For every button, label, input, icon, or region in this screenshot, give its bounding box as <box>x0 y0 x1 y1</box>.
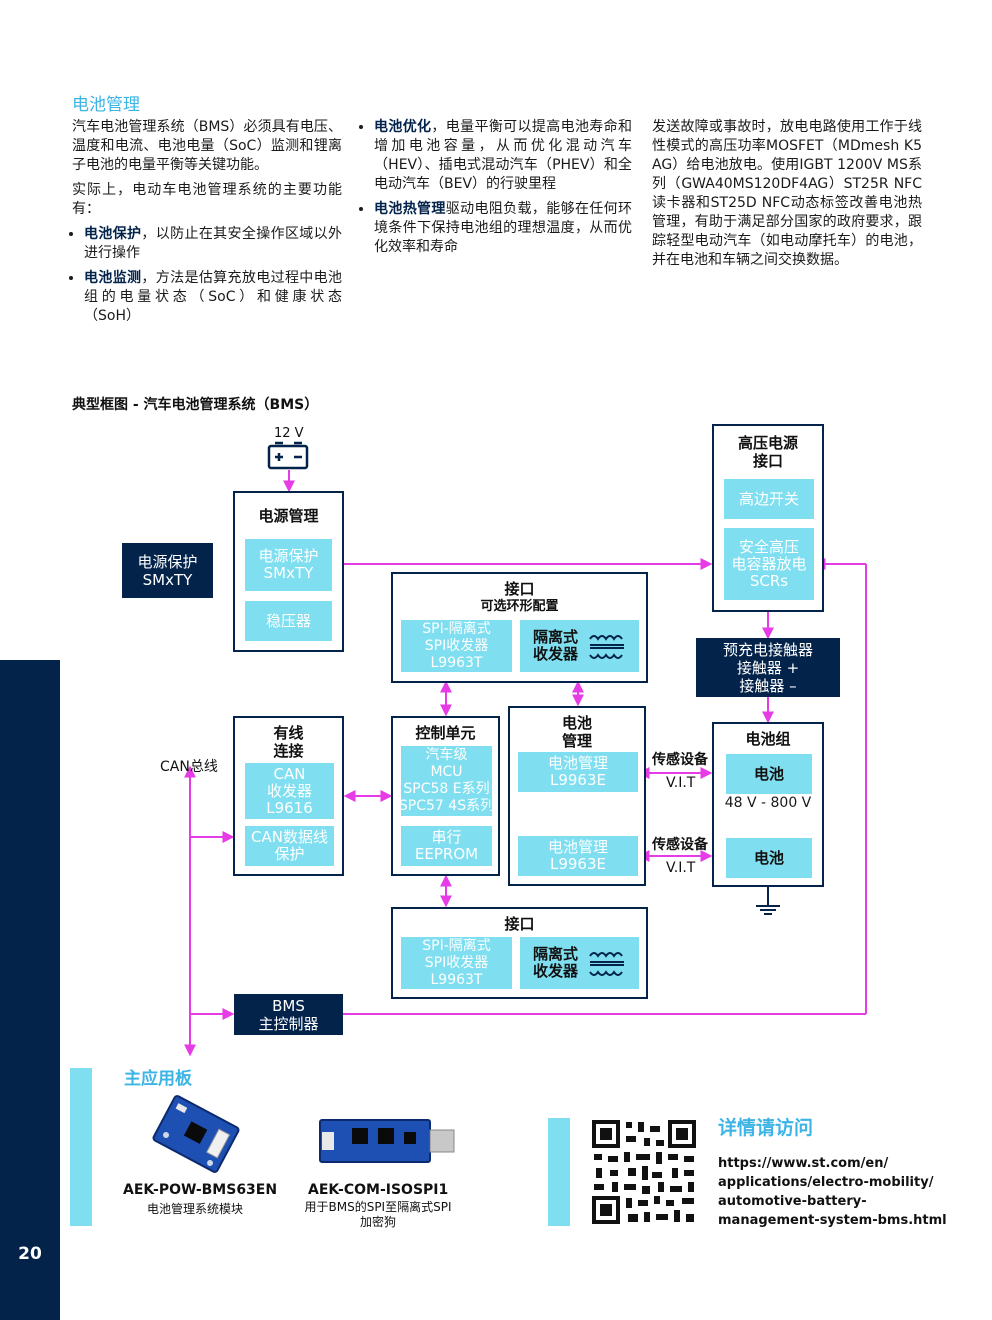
isolated-transceiver-bottom: 隔离式 收发器 <box>520 937 639 989</box>
power-management-block: 电源管理 电源保护 SMxTY 稳压器 <box>233 491 344 652</box>
spi-isolated-transceiver-top: SPI-隔离式 SPI收发器 L9963T <box>401 620 512 672</box>
qr-code[interactable] <box>590 1118 698 1226</box>
power-protection-inner: 电源保护 SMxTY <box>245 539 332 591</box>
precharge-contactor: 预充电接触器 接触器 + 接触器 – <box>696 638 840 697</box>
hv-capacitor-discharge: 安全高压 电容器放电 SCRs <box>724 528 814 600</box>
board-1-desc: 电池管理系统模块 <box>147 1202 244 1216</box>
col1-bullet-2: 电池监测，方法是估算充放电过程中电池组的电量状态（SoC）和健康状态（SoH） <box>84 269 342 326</box>
pack-voltage-label: 48 V - 800 V <box>724 795 812 811</box>
board-2-desc: 用于BMS的SPI至隔离式SPI 加密狗 <box>304 1200 452 1229</box>
vit-label-2: V.I.T <box>666 860 696 876</box>
col1-bullet-1: 电池保护，以防止在其安全操作区域以外进行操作 <box>84 225 342 263</box>
control-unit-block: 控制单元 汽车级 MCU SPC58 E系列 SPC57 4S系列 串行 EEP… <box>391 716 500 876</box>
sensing-label-2: 传感设备 <box>652 837 708 853</box>
battery-voltage-label: 12 V <box>274 426 304 441</box>
text-column-2: 电池优化，电量平衡可以提高电池寿命和增加电池容量，从而优化混动汽车（HEV）、插… <box>362 118 632 263</box>
board-image-bms63en <box>150 1095 242 1173</box>
battery-management-block: 电池 管理 电池管理 L9963E 电池管理 L9963E <box>508 706 646 886</box>
diagram-title: 典型框图 - 汽车电池管理系统（BMS） <box>72 397 319 413</box>
transformer-icon <box>589 635 624 659</box>
visit-accent-bar <box>548 1118 570 1226</box>
battery-monitor-1: 电池管理 L9963E <box>518 752 638 792</box>
battery-pack-title: 电池组 <box>745 730 791 748</box>
col3-paragraph: 发送故障或事故时，放电电路使用工作于线性模式的高压功率MOSFET（MDmesh… <box>652 119 922 268</box>
interface-top-block: 接口 可选环形配置 SPI-隔离式 SPI收发器 L9963T 隔离式 收发器 <box>391 572 648 683</box>
automotive-mcu: 汽车级 MCU SPC58 E系列 SPC57 4S系列 <box>398 746 495 816</box>
interface-top-subtitle: 可选环形配置 <box>480 599 559 614</box>
battery-cell-2: 电池 <box>726 838 812 878</box>
col2-bullet-1: 电池优化，电量平衡可以提高电池寿命和增加电池容量，从而优化混动汽车（HEV）、插… <box>374 118 632 194</box>
boards-accent-bar <box>70 1068 92 1226</box>
boards-heading: 主应用板 <box>124 1069 192 1089</box>
section-heading: 电池管理 <box>72 95 140 115</box>
serial-eeprom: 串行 EEPROM <box>401 826 492 866</box>
battery-pack-block: 电池组 电池 48 V - 800 V 电池 <box>712 722 824 887</box>
wired-connection-title: 有线 连接 <box>273 724 304 760</box>
col2-bullet-2: 电池热管理驱动电阻负载，能够在任何环境条件下保持电池组的理想温度，从而优化效率和… <box>374 200 632 257</box>
can-line-protection: CAN数据线 保护 <box>245 826 334 866</box>
board-2-name: AEK-COM-ISOSPI1 <box>308 1182 449 1198</box>
high-side-switch: 高边开关 <box>724 479 814 519</box>
col1-paragraph-1: 汽车电池管理系统（BMS）必须具有电压、温度和电流、电池电量（SoC）监测和锂离… <box>72 119 342 173</box>
board-1-name: AEK-POW-BMS63EN <box>123 1182 278 1198</box>
board-image-isospi1 <box>318 1118 456 1164</box>
text-column-3: 发送故障或事故时，放电电路使用工作于线性模式的高压功率MOSFET（MDmesh… <box>652 118 922 270</box>
isolated-transceiver-top: 隔离式 收发器 <box>520 620 639 672</box>
hv-interface-title: 高压电源 接口 <box>737 434 798 470</box>
text-column-1: 汽车电池管理系统（BMS）必须具有电压、温度和电流、电池电量（SoC）监测和锂离… <box>72 118 342 332</box>
visit-heading: 详情请访问 <box>718 1117 814 1139</box>
battery-icon <box>269 443 307 468</box>
wired-connection-block: 有线 连接 CAN 收发器 L9616 CAN数据线 保护 <box>233 716 344 876</box>
control-unit-title: 控制单元 <box>415 724 476 742</box>
interface-top-title: 接口 <box>504 580 535 598</box>
power-management-title: 电源管理 <box>258 507 319 525</box>
voltage-regulator: 稳压器 <box>245 601 332 641</box>
transformer-icon <box>589 952 624 976</box>
visit-url[interactable]: https://www.st.com/en/ applications/elec… <box>718 1156 947 1228</box>
side-bar <box>0 660 60 1320</box>
battery-management-title: 电池 管理 <box>561 714 592 750</box>
sensing-label-1: 传感设备 <box>652 752 708 768</box>
interface-bottom-block: 接口 SPI-隔离式 SPI收发器 L9963T 隔离式 收发器 <box>391 907 648 999</box>
can-transceiver: CAN 收发器 L9616 <box>245 763 334 819</box>
hv-interface-block: 高压电源 接口 高边开关 安全高压 电容器放电 SCRs <box>712 424 824 612</box>
can-bus-label: CAN总线 <box>160 759 218 775</box>
battery-monitor-2: 电池管理 L9963E <box>518 836 638 876</box>
spi-isolated-transceiver-bottom: SPI-隔离式 SPI收发器 L9963T <box>401 937 512 989</box>
col1-paragraph-2: 实际上，电动车电池管理系统的主要功能有： <box>72 182 342 217</box>
power-protection-external: 电源保护 SMxTY <box>122 543 213 598</box>
page-number: 20 <box>18 1244 42 1264</box>
vit-label-1: V.I.T <box>666 775 696 791</box>
interface-bottom-title: 接口 <box>504 915 535 933</box>
battery-cell-1: 电池 <box>726 754 812 794</box>
bms-master-controller: BMS 主控制器 <box>234 994 343 1035</box>
